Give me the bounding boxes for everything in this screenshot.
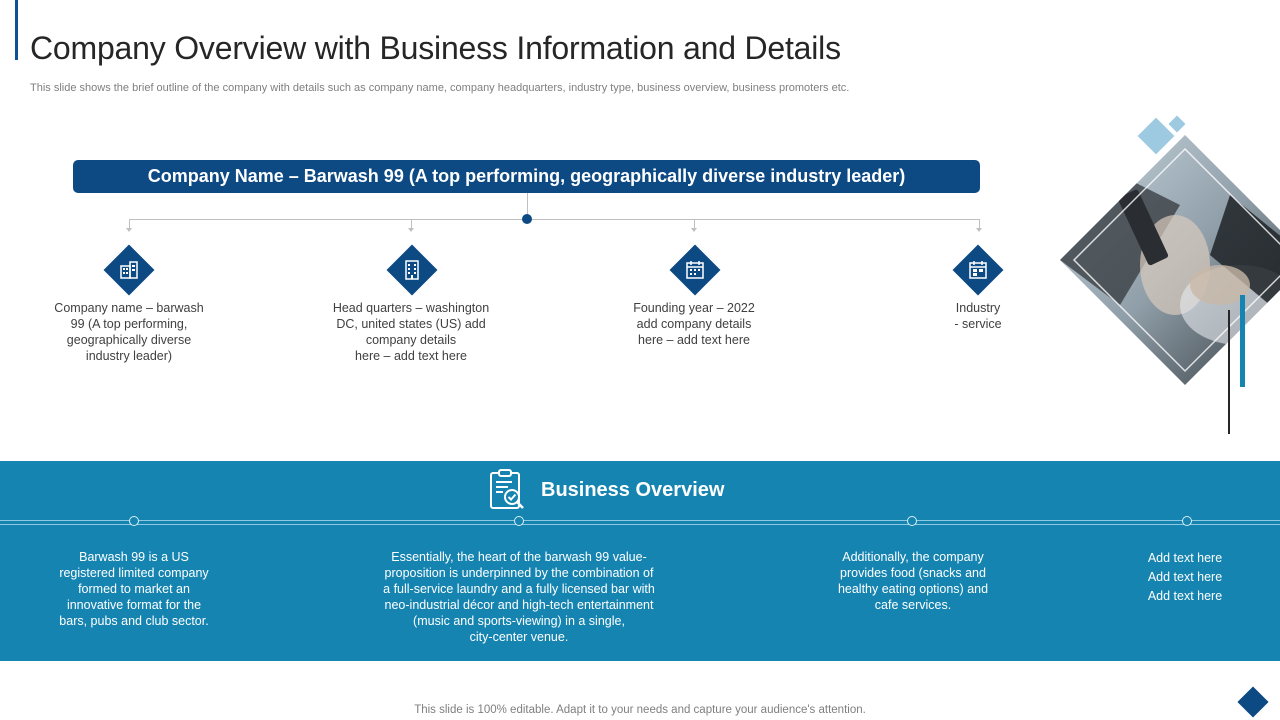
list-item: Add text here (1147, 589, 1223, 603)
connector-arrow (976, 219, 982, 232)
overview-column-text: Essentially, the heart of the barwash 99… (383, 550, 655, 644)
overview-column-text: Additionally, the company provides food … (837, 550, 989, 612)
decorative-square (1168, 115, 1186, 133)
company-name-text: Company name – barwash 99 (A top perform… (54, 301, 204, 363)
timeline-node (129, 516, 139, 526)
founding-year-text: Founding year – 2022 add company details… (633, 301, 755, 347)
connector-arrow (126, 219, 132, 232)
connector-line (527, 193, 528, 219)
business-overview-heading: Business Overview (541, 479, 725, 501)
decorative-line (1228, 310, 1230, 434)
headquarters-building-icon (405, 260, 419, 280)
business-overview-section (0, 461, 1280, 661)
list-item: Add text here (1147, 551, 1223, 565)
page-subtitle: This slide shows the brief outline of th… (30, 82, 850, 94)
overview-add-text-list: Add text here Add text here Add text her… (1130, 549, 1240, 606)
clipboard-check-icon (490, 469, 524, 509)
footer-note: This slide is 100% editable. Adapt it to… (414, 704, 866, 716)
industry-text: Industry - service (954, 301, 1002, 331)
timeline-node (514, 516, 524, 526)
timeline-node (907, 516, 917, 526)
connector-arrow (691, 219, 697, 232)
timeline-node (1182, 516, 1192, 526)
connector-dot (522, 214, 532, 224)
connector-arrow (408, 219, 414, 232)
overview-timeline (0, 520, 1280, 525)
calendar-icon (686, 261, 704, 279)
decorative-line (1240, 295, 1245, 387)
title-accent-bar (15, 0, 18, 60)
connector-line (129, 219, 980, 220)
company-name-banner: Company Name – Barwash 99 (A top perform… (73, 160, 980, 193)
list-item: Add text here (1147, 570, 1223, 584)
page-title: Company Overview with Business Informati… (30, 30, 841, 66)
headquarters-text: Head quarters – washington DC, united st… (332, 301, 490, 363)
business-photo (1060, 135, 1280, 385)
industry-calendar-icon (969, 261, 987, 279)
overview-column-text: Barwash 99 is a US registered limited co… (59, 550, 209, 628)
office-building-icon (120, 261, 138, 279)
